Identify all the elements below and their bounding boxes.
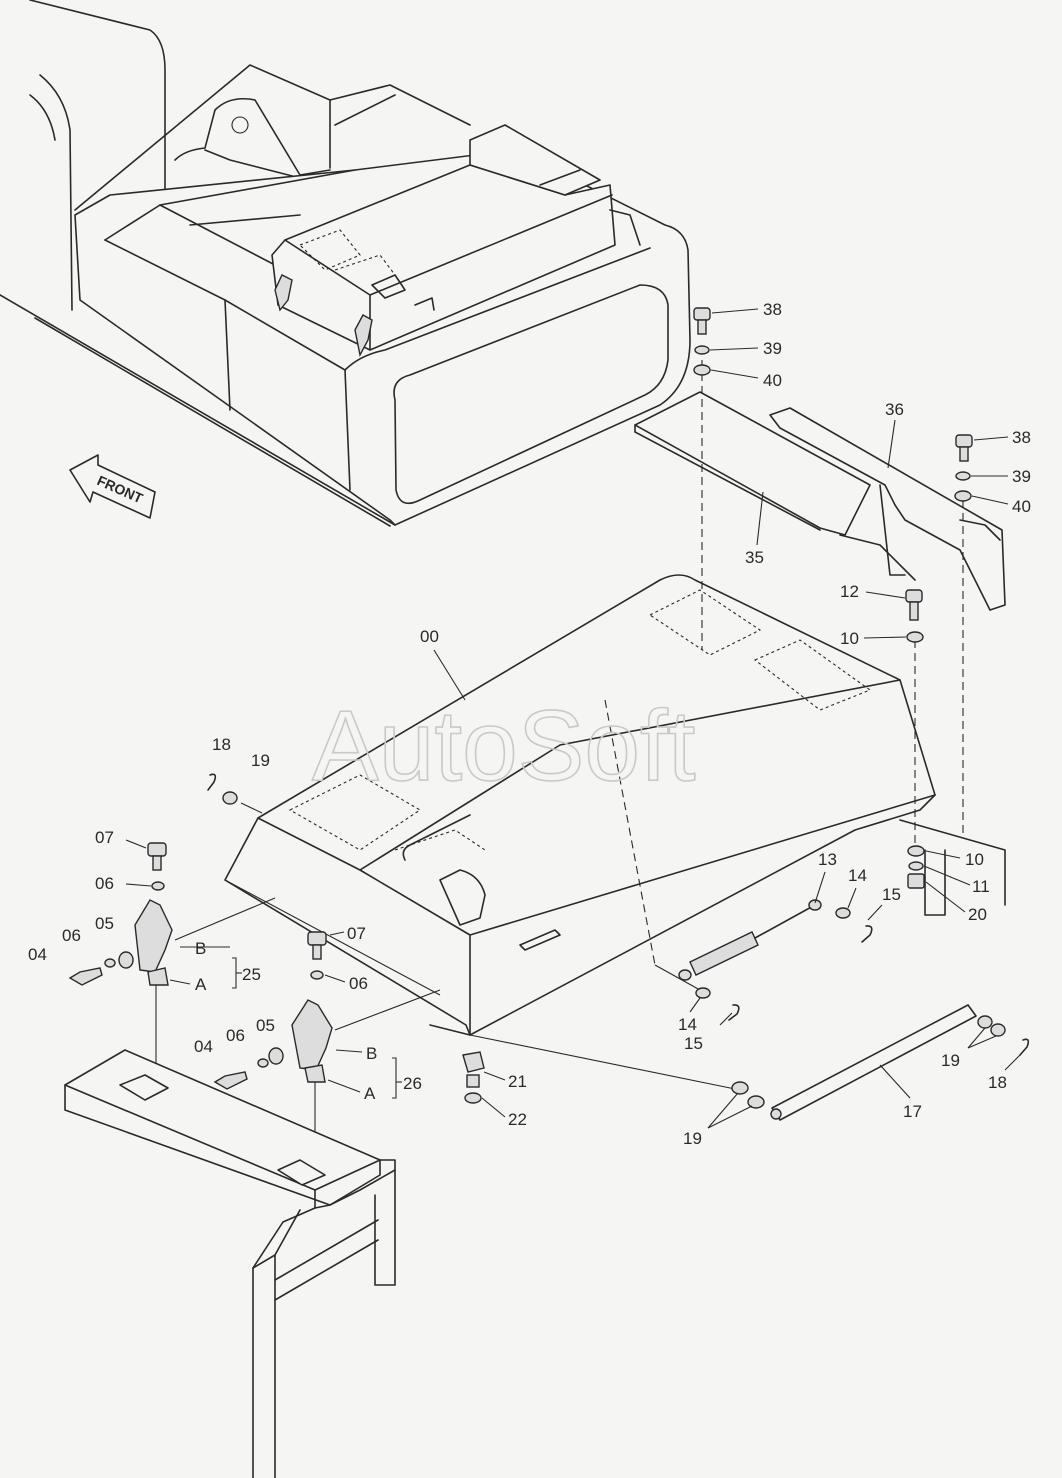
assembly-lines bbox=[155, 360, 964, 1175]
part-label-19-lower: 19 bbox=[683, 1129, 702, 1148]
part-label-39-right: 39 bbox=[1012, 467, 1031, 486]
part-label-10-lower: 10 bbox=[965, 850, 984, 869]
part-label-00: 00 bbox=[420, 627, 439, 646]
part-label-18-right: 18 bbox=[988, 1073, 1007, 1092]
handrail-frame bbox=[64, 1049, 396, 1478]
part-label-20: 20 bbox=[968, 905, 987, 924]
part-label-36: 36 bbox=[885, 400, 904, 419]
hardware-parts bbox=[68, 307, 1030, 1121]
part-label-04-mid: 04 bbox=[194, 1037, 213, 1056]
watermark: AutoSoft bbox=[312, 690, 696, 802]
part-label-38-top: 38 bbox=[763, 300, 782, 319]
main-cover bbox=[224, 574, 936, 1036]
part-label-35: 35 bbox=[745, 548, 764, 567]
part-label-A-left: A bbox=[195, 975, 207, 994]
part-label-21: 21 bbox=[508, 1072, 527, 1091]
part-label-26: 26 bbox=[403, 1074, 422, 1093]
part-label-10-top: 10 bbox=[840, 629, 859, 648]
part-label-17: 17 bbox=[903, 1102, 922, 1121]
part-label-15-lower: 15 bbox=[684, 1034, 703, 1053]
part-label-04-left: 04 bbox=[28, 945, 47, 964]
part-label-18-left: 18 bbox=[212, 735, 231, 754]
part-labels: 38 39 40 36 38 39 40 35 12 10 00 18 19 0… bbox=[28, 300, 1031, 1148]
part-label-14-lower: 14 bbox=[678, 1015, 697, 1034]
part-label-12: 12 bbox=[840, 582, 859, 601]
part-label-25: 25 bbox=[242, 965, 261, 984]
part-label-07-mid: 07 bbox=[347, 924, 366, 943]
part-label-19-left: 19 bbox=[251, 751, 270, 770]
part-label-13: 13 bbox=[818, 850, 837, 869]
part-label-19-right: 19 bbox=[941, 1051, 960, 1070]
part-label-22: 22 bbox=[508, 1110, 527, 1129]
part-label-40-right: 40 bbox=[1012, 497, 1031, 516]
part-label-07-left: 07 bbox=[95, 828, 114, 847]
part-label-05-left: 05 bbox=[95, 914, 114, 933]
part-label-B-mid: B bbox=[366, 1044, 377, 1063]
leader-lines bbox=[125, 308, 1021, 1129]
part-label-40-top: 40 bbox=[763, 371, 782, 390]
part-label-39-top: 39 bbox=[763, 339, 782, 358]
part-label-06-left: 06 bbox=[95, 874, 114, 893]
part-label-14-right: 14 bbox=[848, 866, 867, 885]
part-label-A-mid: A bbox=[364, 1084, 376, 1103]
part-label-15-right: 15 bbox=[882, 885, 901, 904]
front-arrow: FRONT bbox=[69, 454, 156, 519]
part-label-06-mid: 06 bbox=[349, 974, 368, 993]
part-label-05-mid: 05 bbox=[256, 1016, 275, 1035]
machine-body bbox=[0, 0, 691, 527]
part-label-B-left: B bbox=[195, 939, 206, 958]
part-label-06-left-lower: 06 bbox=[62, 926, 81, 945]
support-bracket bbox=[634, 391, 1006, 611]
part-label-38-right: 38 bbox=[1012, 428, 1031, 447]
part-label-11: 11 bbox=[972, 877, 990, 896]
part-label-06-mid-lower: 06 bbox=[226, 1026, 245, 1045]
